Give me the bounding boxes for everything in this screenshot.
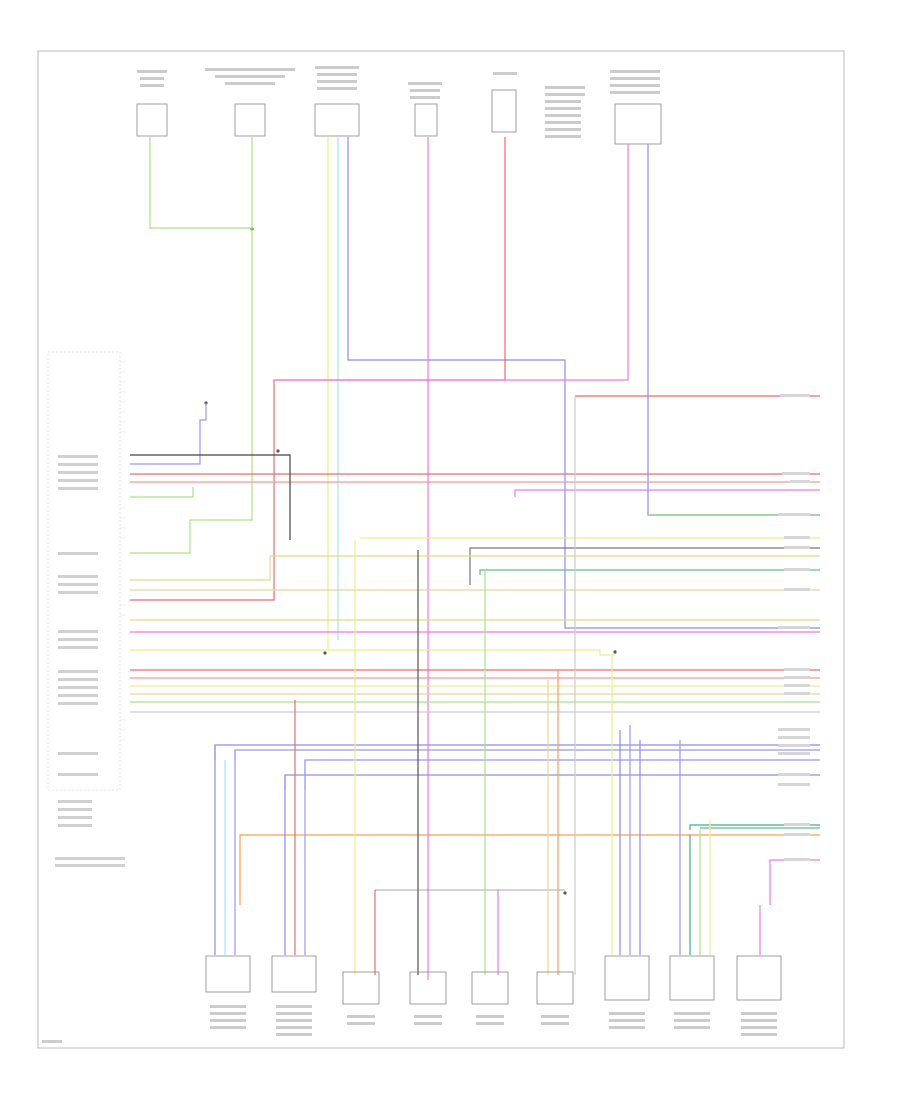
diagram-frame bbox=[37, 50, 845, 1049]
component-c1 bbox=[136, 103, 168, 137]
component-b3 bbox=[342, 971, 380, 1005]
component-c6 bbox=[614, 103, 662, 145]
component-c3 bbox=[314, 103, 360, 137]
pcm-connector-block bbox=[47, 351, 126, 867]
component-b1 bbox=[205, 955, 251, 993]
component-b2 bbox=[271, 955, 317, 993]
component-b7 bbox=[604, 955, 650, 1001]
component-b9 bbox=[736, 955, 782, 1001]
component-b6 bbox=[536, 971, 574, 1005]
top-components bbox=[136, 89, 662, 145]
right-wire-tags bbox=[778, 394, 810, 861]
wires bbox=[130, 137, 820, 980]
component-c5 bbox=[491, 89, 517, 133]
component-b8 bbox=[669, 955, 715, 1001]
component-b4 bbox=[409, 971, 447, 1005]
component-b5 bbox=[471, 971, 509, 1005]
component-c4 bbox=[414, 103, 438, 137]
splice-markers bbox=[204, 227, 617, 895]
bottom-components bbox=[205, 955, 782, 1005]
component-c2 bbox=[234, 103, 266, 137]
